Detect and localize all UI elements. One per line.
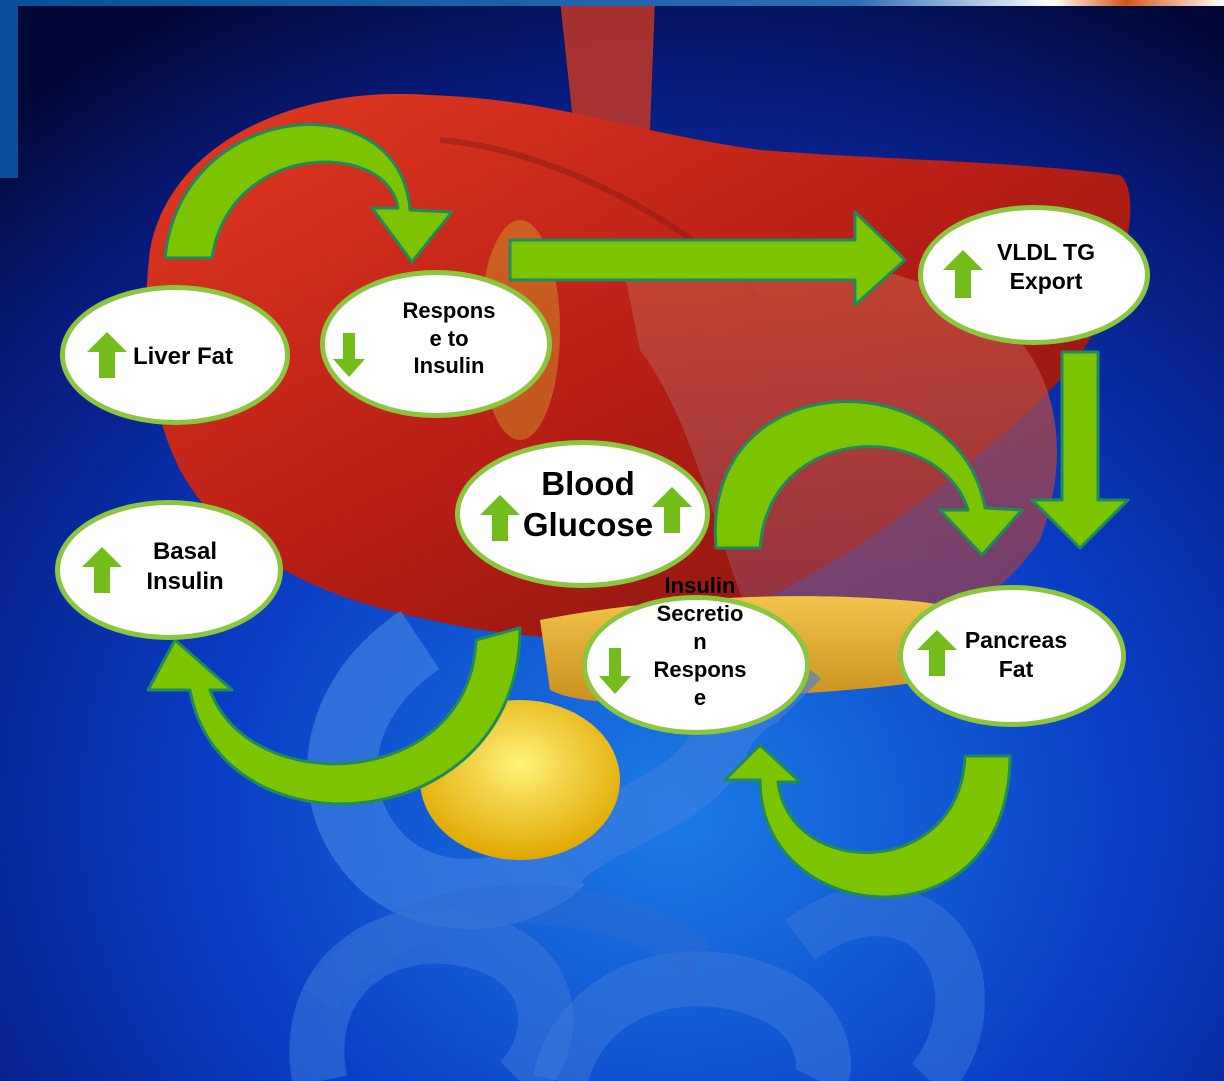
node-blood-glucose: Blood Glucose [455, 440, 710, 588]
curved-arrow-liverfat-to-response [165, 124, 452, 262]
curved-arrow-pancreas-to-secretion [725, 745, 1010, 897]
node-vldl-tg-export: VLDL TG Export [918, 205, 1150, 345]
up-arrow-icon [943, 250, 983, 298]
up-arrow-icon [82, 547, 122, 593]
node-label: Pancreas Fat [951, 626, 1081, 684]
node-label: Insulin Secretio n Respons e [635, 572, 765, 712]
up-arrow-icon [480, 495, 520, 541]
node-label: Blood Glucose [518, 463, 658, 546]
node-label: Liver Fat [123, 342, 243, 372]
down-arrow-icon [333, 333, 365, 377]
straight-arrow-response-to-vldl [510, 212, 905, 305]
node-pancreas-fat: Pancreas Fat [898, 585, 1126, 727]
node-basal-insulin: Basal Insulin [55, 500, 283, 640]
curved-arrow-secretion-to-basal [148, 628, 520, 804]
curved-arrow-glucose-to-pancreas [715, 402, 1022, 555]
node-label: VLDL TG Export [981, 238, 1111, 296]
node-label: Respons e to Insulin [389, 297, 509, 380]
node-label: Basal Insulin [120, 537, 250, 597]
node-liver-fat: Liver Fat [60, 285, 290, 425]
up-arrow-icon [652, 487, 692, 533]
up-arrow-icon [87, 332, 127, 378]
node-response-to-insulin: Respons e to Insulin [320, 270, 552, 418]
down-arrow-icon [599, 648, 631, 694]
down-arrow-vldl-to-pancreas [1032, 352, 1128, 548]
